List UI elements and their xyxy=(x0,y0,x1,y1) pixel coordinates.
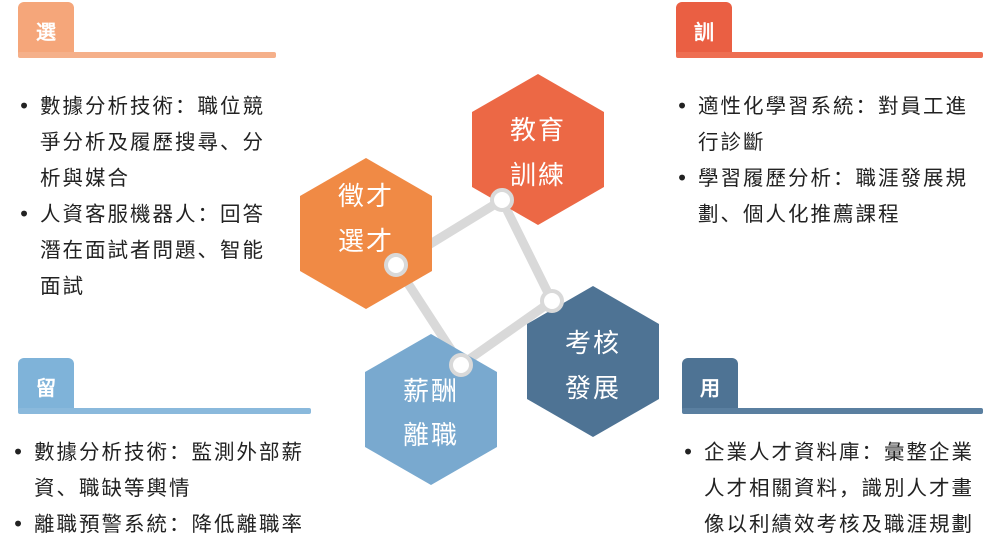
hex-appraisal-line2: 發展 xyxy=(565,374,621,404)
connector-nodes xyxy=(384,188,564,377)
bar-use xyxy=(682,408,983,414)
select-point: 數據分析技術：職位競爭分析及履歷搜尋、分析與媒合 xyxy=(18,88,280,196)
hex-recruit-line2: 選才 xyxy=(338,227,394,257)
connector-node xyxy=(384,253,408,277)
tag-use: 用 xyxy=(682,358,738,414)
train-points: 適性化學習系統：對員工進行診斷 學習履歷分析：職涯發展規劃、個人化推薦課程 xyxy=(676,88,988,232)
connector-node xyxy=(449,353,473,377)
hex-appraisal-line1: 考核 xyxy=(565,329,621,359)
bar-train xyxy=(676,52,983,58)
retain-point: 離職預警系統：降低離職率 xyxy=(12,506,324,542)
retain-points: 數據分析技術：監測外部薪資、職缺等輿情 離職預警系統：降低離職率 xyxy=(12,434,324,542)
hex-compensation-line1: 薪酬 xyxy=(403,377,459,407)
hexagon-appraisal: 考核 發展 xyxy=(527,286,659,437)
use-points: 企業人才資料庫：彙整企業人才相關資料，識別人才畫像以利績效考核及職涯規劃 xyxy=(682,434,994,542)
retain-point: 數據分析技術：監測外部薪資、職缺等輿情 xyxy=(12,434,324,506)
tag-select: 選 xyxy=(18,2,74,58)
hex-training-line2: 訓練 xyxy=(510,161,566,191)
train-point: 學習履歷分析：職涯發展規劃、個人化推薦課程 xyxy=(676,160,988,232)
tag-train: 訓 xyxy=(676,2,732,58)
bar-select xyxy=(18,52,276,58)
select-point: 人資客服機器人：回答潛在面試者問題、智能面試 xyxy=(18,196,280,304)
connector-node xyxy=(540,289,564,313)
use-point: 企業人才資料庫：彙整企業人才相關資料，識別人才畫像以利績效考核及職涯規劃 xyxy=(682,434,994,542)
bar-retain xyxy=(18,408,311,414)
hexagon-training: 教育 訓練 xyxy=(472,74,604,225)
train-point: 適性化學習系統：對員工進行診斷 xyxy=(676,88,988,160)
hex-recruit-line1: 徵才 xyxy=(338,182,394,212)
hex-compensation-line2: 離職 xyxy=(403,421,459,451)
select-points: 數據分析技術：職位競爭分析及履歷搜尋、分析與媒合 人資客服機器人：回答潛在面試者… xyxy=(18,88,280,304)
hex-training-line1: 教育 xyxy=(510,116,566,146)
tag-retain: 留 xyxy=(18,358,74,414)
connector-node xyxy=(490,188,514,212)
